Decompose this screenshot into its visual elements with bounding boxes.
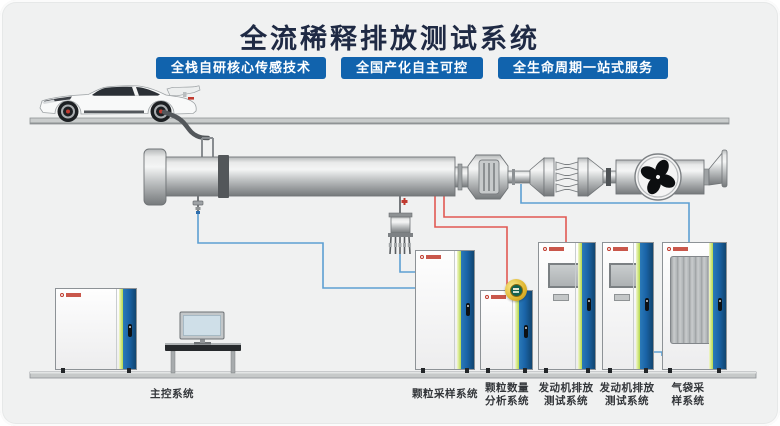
brand-logo-icon — [60, 293, 81, 297]
cabinet-handle — [586, 298, 591, 312]
cabinet-handle — [523, 325, 528, 339]
line-red-tunnel-to-particle-number — [434, 195, 508, 291]
operator-desk — [165, 311, 241, 374]
ground-line — [29, 371, 757, 379]
cabinet-gas-bag-sampling — [662, 242, 727, 373]
sampling-probe — [388, 196, 413, 255]
label-engine-emission-test-system-2: 发动机排放 测试系统 — [599, 382, 655, 407]
line-red-tunnel-to-engine-1 — [443, 195, 567, 243]
brand-logo-icon — [607, 247, 628, 251]
cabinet-particle-sampling — [415, 250, 475, 373]
brand-logo-icon — [485, 295, 506, 299]
outlet-horn — [703, 149, 728, 188]
sampling-valve — [192, 196, 204, 214]
cabinet-engine-emission-2 — [602, 242, 654, 373]
brand-logo-icon — [667, 247, 688, 251]
car — [39, 85, 201, 122]
badge-row: 全栈自研核心传感技术 全国产化自主可控 全生命周期一站式服务 — [22, 57, 780, 79]
gold-medal-icon — [505, 279, 527, 301]
label-engine-emission-test-system-1: 发动机排放 测试系统 — [538, 382, 594, 407]
line-blue-probe-to-particle-sampling — [399, 254, 416, 273]
heat-exchanger — [467, 154, 531, 200]
monitor-icon — [179, 311, 225, 345]
fan-icon — [640, 159, 676, 195]
brand-logo-icon — [420, 255, 441, 259]
cabinet-main-control — [55, 288, 137, 373]
badge-lifecycle-service: 全生命周期一站式服务 — [498, 57, 669, 79]
line-blue-valve-to-particle-sampling — [197, 214, 416, 289]
cabinet-handle — [127, 324, 132, 338]
platform-line — [29, 117, 730, 125]
exhaust-pipe — [161, 109, 214, 158]
brand-logo-icon — [543, 247, 564, 251]
gas-bag-panel — [670, 256, 712, 344]
label-particle-sampling-system: 颗粒采样系统 — [412, 388, 478, 400]
label-gas-bag-sampling-system: 气袋采 样系统 — [671, 382, 705, 407]
badge-domestic-control: 全国产化自主可控 — [340, 57, 483, 79]
wheel-icon — [57, 101, 172, 122]
cabinet-display-screen — [548, 263, 581, 288]
badge-sensing-tech: 全栈自研核心传感技术 — [155, 57, 326, 79]
sampling-lines — [197, 184, 690, 356]
venturi-assembly — [529, 157, 617, 197]
cabinet-handle — [465, 302, 470, 316]
cabinet-handle — [644, 298, 649, 312]
cabinet-particle-number-analysis — [480, 279, 533, 373]
line-blue-tunnel-to-gas-bag — [520, 184, 690, 243]
label-particle-number-analysis-system: 颗粒数量 分析系统 — [485, 382, 529, 407]
page-title: 全流稀释排放测试系统 — [240, 24, 540, 54]
label-main-control-system: 主控系统 — [150, 388, 194, 400]
cabinet-handle — [717, 298, 722, 312]
cabinet-engine-emission-1 — [538, 242, 596, 373]
dilution-tunnel — [143, 148, 469, 206]
blower — [615, 149, 728, 201]
